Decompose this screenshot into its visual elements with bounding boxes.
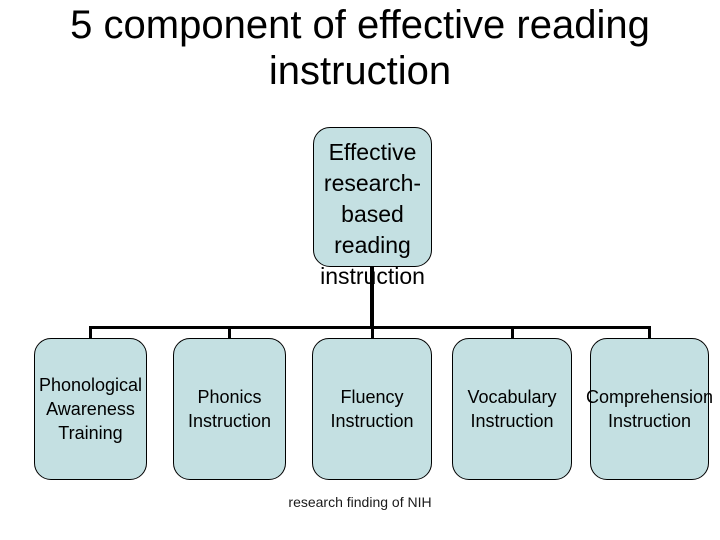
node-vocabulary-instruction: Vocabulary Instruction bbox=[452, 338, 572, 480]
node-fluency-instruction: Fluency Instruction bbox=[312, 338, 432, 480]
node-label: Fluency Instruction bbox=[330, 387, 414, 431]
connector-stem bbox=[370, 266, 374, 329]
node-root: Effective research-based reading instruc… bbox=[313, 127, 432, 289]
connector-drop-1 bbox=[89, 326, 92, 339]
node-label: Vocabulary Instruction bbox=[467, 387, 557, 431]
connector-drop-2 bbox=[228, 326, 231, 339]
connector-drop-5 bbox=[648, 326, 651, 339]
connector-crossbar bbox=[89, 326, 651, 329]
node-phonological-awareness-training: Phonological Awareness Training bbox=[34, 338, 147, 480]
connector-drop-4 bbox=[510, 326, 514, 339]
node-comprehension-instruction: Comprehension Instruction bbox=[586, 338, 713, 480]
node-label: Comprehension Instruction bbox=[585, 387, 714, 431]
connector-drop-3 bbox=[370, 326, 374, 339]
node-label: Phonics Instruction bbox=[187, 387, 272, 431]
node-label: Phonological Awareness Training bbox=[38, 375, 143, 443]
slide-footer-caption: research finding of NIH bbox=[288, 494, 432, 510]
node-phonics-instruction: Phonics Instruction bbox=[173, 338, 286, 480]
slide-title: 5 component of effective reading instruc… bbox=[70, 3, 650, 93]
